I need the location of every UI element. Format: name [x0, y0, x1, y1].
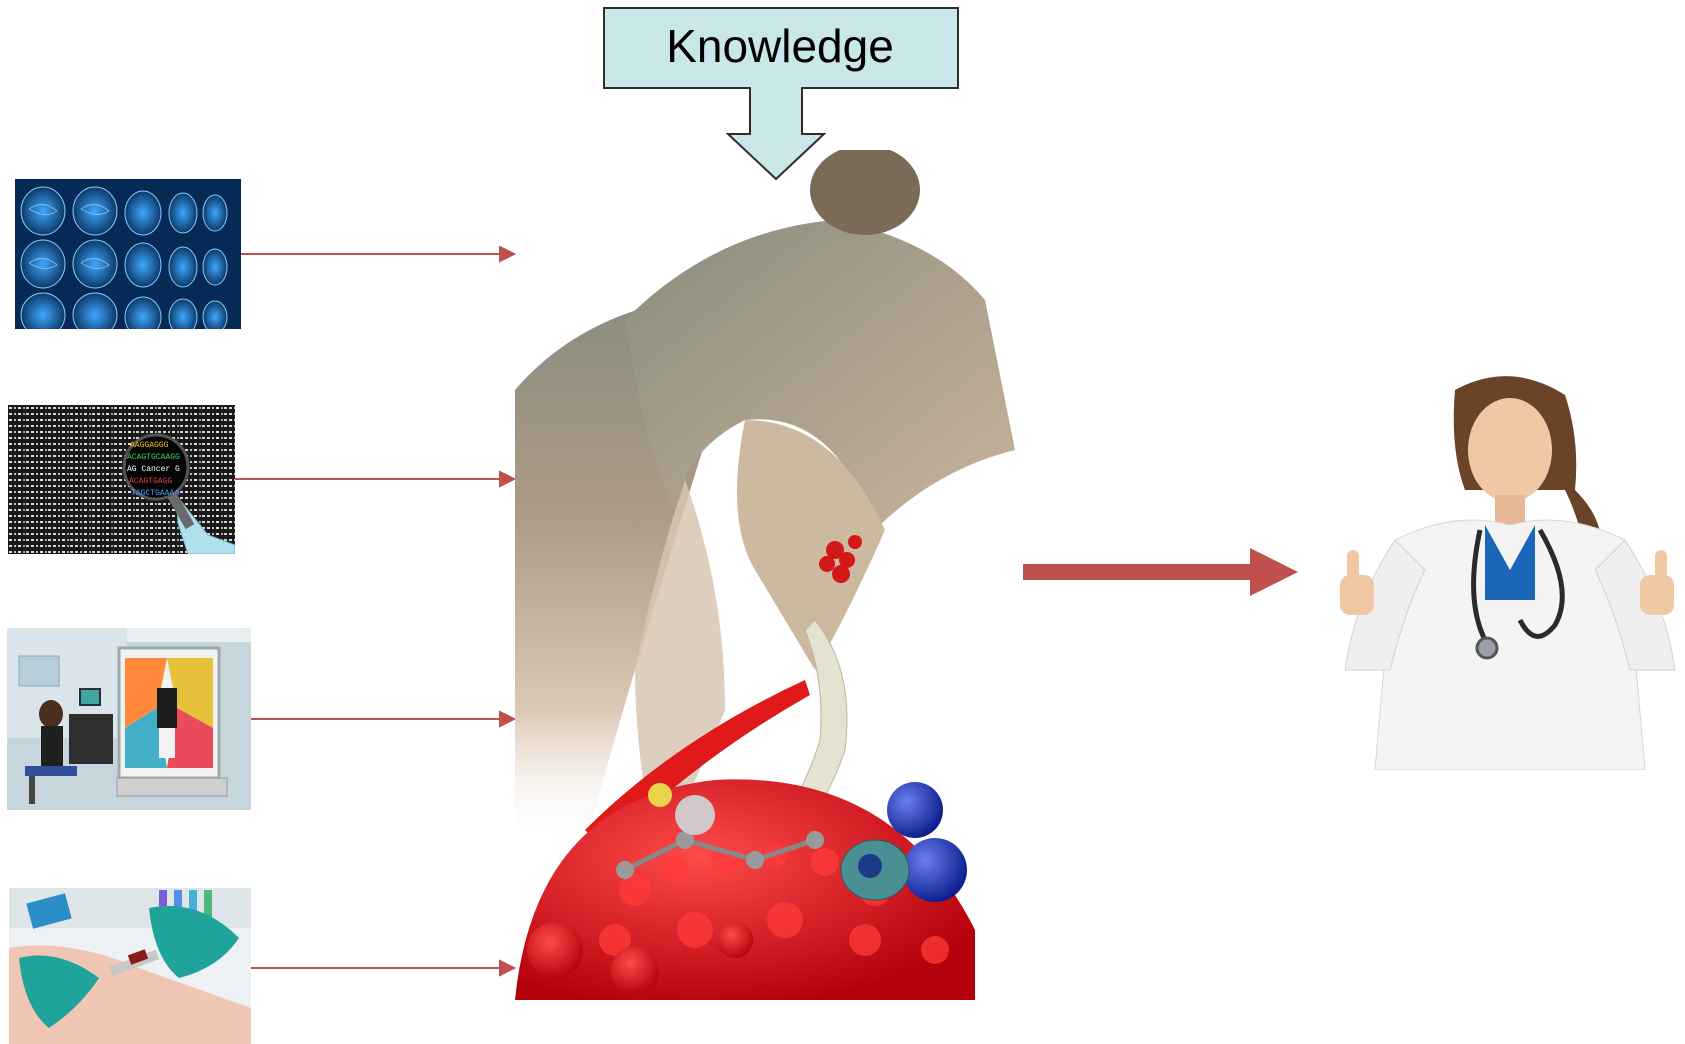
- blood-arrowhead: [500, 961, 514, 975]
- gait-lab-image: [7, 628, 251, 810]
- doctor-thumbs-up-image: [1315, 370, 1685, 770]
- dna-line-3: AG Cancer G: [127, 465, 180, 474]
- mri-arrowhead: [500, 247, 514, 261]
- dna-line-1: AAGGAGGG: [130, 441, 169, 450]
- blood-sample-image: [9, 888, 251, 1044]
- dna-arrowhead: [500, 472, 514, 486]
- human-anatomy-illustration: [515, 150, 1050, 1000]
- dna-line-4: ACAGTGAGG: [129, 477, 172, 486]
- knowledge-label: Knowledge: [602, 6, 958, 86]
- output-arrow: [1023, 548, 1298, 596]
- mri-scans-image: [15, 179, 241, 329]
- lab-arrowhead: [500, 712, 514, 726]
- dna-line-2: ACAGTGCAAGG: [127, 453, 180, 462]
- dna-sequence-magnifier-image: AAGGAGGG ACAGTGCAAGG AG Cancer G ACAGTGA…: [8, 405, 235, 554]
